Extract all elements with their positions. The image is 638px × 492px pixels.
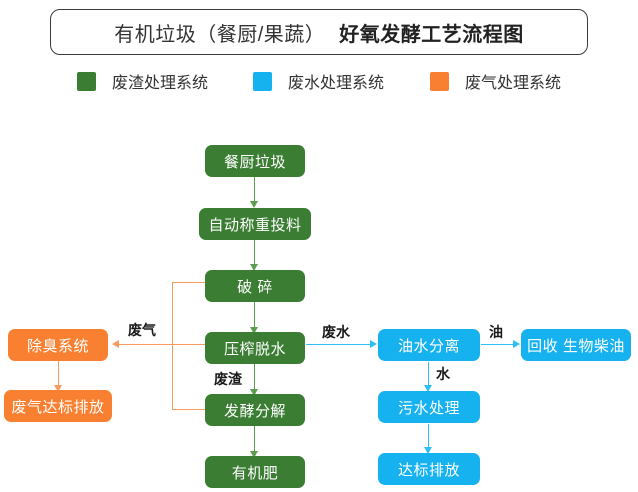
connector-weigh-to-crush — [254, 240, 255, 265]
connector-crush-to-exhaust — [172, 282, 205, 283]
node-label-ferment-decompose: 发酵分解 — [223, 402, 286, 420]
node-sewage-treatment[interactable]: 污水处理 — [378, 391, 480, 423]
connector-oilwater-to-sewage — [428, 362, 429, 386]
node-label-auto-weigh-feed: 自动称重投料 — [208, 216, 302, 234]
connector-crush-to-press — [254, 302, 255, 328]
legend-item-wastewater: 废水处理系统 — [253, 70, 384, 92]
connector-oilwater-to-biodiesel — [481, 344, 514, 345]
connector-exhaust-to-deodorization — [119, 344, 173, 345]
connector-ferment-to-exhaust — [172, 409, 205, 410]
arrowhead-press-to-oilwater-icon — [370, 340, 377, 348]
arrowhead-oilwater-to-sewage-icon — [424, 385, 432, 392]
legend-item-exhaust: 废气处理系统 — [430, 70, 561, 92]
node-label-standard-discharge: 达标排放 — [397, 461, 460, 479]
legend-label-residue: 废渣处理系统 — [112, 75, 209, 92]
title-emphasis-text: 好氧发酵工艺流程图 — [339, 23, 524, 46]
legend-item-residue: 废渣处理系统 — [77, 70, 208, 92]
connector-exhaust-trunk — [172, 282, 173, 410]
node-label-press-dewater: 压榨脱水 — [223, 340, 286, 358]
node-recycle-biodiesel[interactable]: 回收 生物柴油 — [521, 329, 631, 361]
arrowhead-weigh-to-crush-icon — [250, 264, 258, 271]
edge-label-residue: 废渣 — [214, 371, 242, 387]
connector-deodorization-to-emit — [58, 361, 59, 386]
node-kitchen-waste[interactable]: 餐厨垃圾 — [205, 145, 305, 177]
node-deodorization[interactable]: 除臭系统 — [8, 329, 108, 361]
diagram-title: 有机垃圾（餐厨/果蔬） 好氧发酵工艺流程图 — [50, 9, 588, 55]
node-label-organic-fertilizer: 有机肥 — [231, 464, 279, 482]
arrowhead-crush-to-press-icon — [250, 327, 258, 334]
edge-label-exhaust-gas: 废气 — [128, 322, 156, 338]
node-label-recycle-biodiesel: 回收 生物柴油 — [527, 337, 625, 355]
edge-label-oil: 油 — [489, 324, 503, 340]
legend-swatch-orange-icon — [430, 71, 449, 91]
node-organic-fertilizer[interactable]: 有机肥 — [205, 456, 305, 488]
legend-label-exhaust: 废气处理系统 — [465, 75, 562, 92]
edge-label-waste-water: 废水 — [322, 324, 350, 340]
connector-ferment-to-fertilizer — [254, 426, 255, 452]
edge-label-water: 水 — [436, 366, 450, 382]
node-ferment-decompose[interactable]: 发酵分解 — [205, 394, 305, 426]
legend-swatch-blue-icon — [253, 71, 272, 91]
node-label-crushing: 破 碎 — [237, 278, 273, 296]
legend-label-wastewater: 废水处理系统 — [288, 75, 385, 92]
node-gas-standard-emit[interactable]: 废气达标排放 — [4, 390, 112, 422]
connector-press-to-oilwater — [306, 344, 371, 345]
node-label-gas-standard-emit: 废气达标排放 — [11, 398, 105, 416]
node-crushing[interactable]: 破 碎 — [205, 270, 305, 302]
arrowhead-press-to-ferment-icon — [250, 389, 258, 396]
legend: 废渣处理系统 废水处理系统 废气处理系统 — [0, 68, 638, 96]
arrowhead-sewage-to-discharge-icon — [424, 447, 432, 454]
node-label-sewage-treatment: 污水处理 — [397, 399, 460, 417]
legend-swatch-green-icon — [77, 71, 96, 91]
connector-sewage-to-discharge — [428, 424, 429, 448]
node-label-oil-water-separation: 油水分离 — [397, 337, 460, 355]
arrowhead-kitchen-to-weigh-icon — [250, 201, 258, 208]
connector-press-to-ferment — [254, 364, 255, 390]
node-auto-weigh-feed[interactable]: 自动称重投料 — [199, 208, 311, 240]
node-standard-discharge[interactable]: 达标排放 — [378, 453, 480, 485]
arrowhead-oilwater-to-biodiesel-icon — [513, 340, 520, 348]
connector-press-to-exhaust — [172, 344, 205, 345]
node-press-dewater[interactable]: 压榨脱水 — [205, 332, 305, 364]
connector-kitchen-to-weigh — [254, 177, 255, 202]
arrowhead-exhaust-to-deodorization-icon — [112, 340, 119, 348]
title-main-text: 有机垃圾（餐厨/果蔬） — [114, 23, 326, 46]
node-label-deodorization: 除臭系统 — [26, 337, 89, 355]
arrowhead-ferment-to-fertilizer-icon — [250, 451, 258, 458]
arrowhead-deodorization-to-emit-icon — [54, 385, 62, 392]
node-label-kitchen-waste: 餐厨垃圾 — [223, 153, 286, 171]
node-oil-water-separation[interactable]: 油水分离 — [378, 329, 480, 361]
